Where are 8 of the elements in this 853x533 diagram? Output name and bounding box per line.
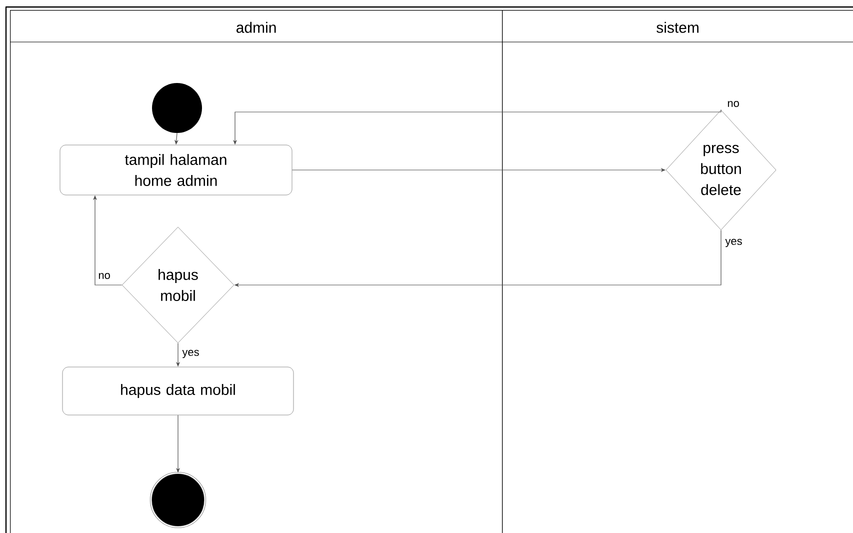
edge-label: no: [97, 272, 112, 280]
start-node: [152, 83, 202, 133]
end-node: [150, 472, 206, 528]
edge-label: yes: [724, 238, 744, 248]
activity-box: hapus data mobil: [62, 366, 294, 416]
activity-box: tampil halaman home admin: [60, 144, 292, 196]
edge-label: no: [726, 100, 740, 108]
edge-label: yes: [181, 348, 200, 360]
